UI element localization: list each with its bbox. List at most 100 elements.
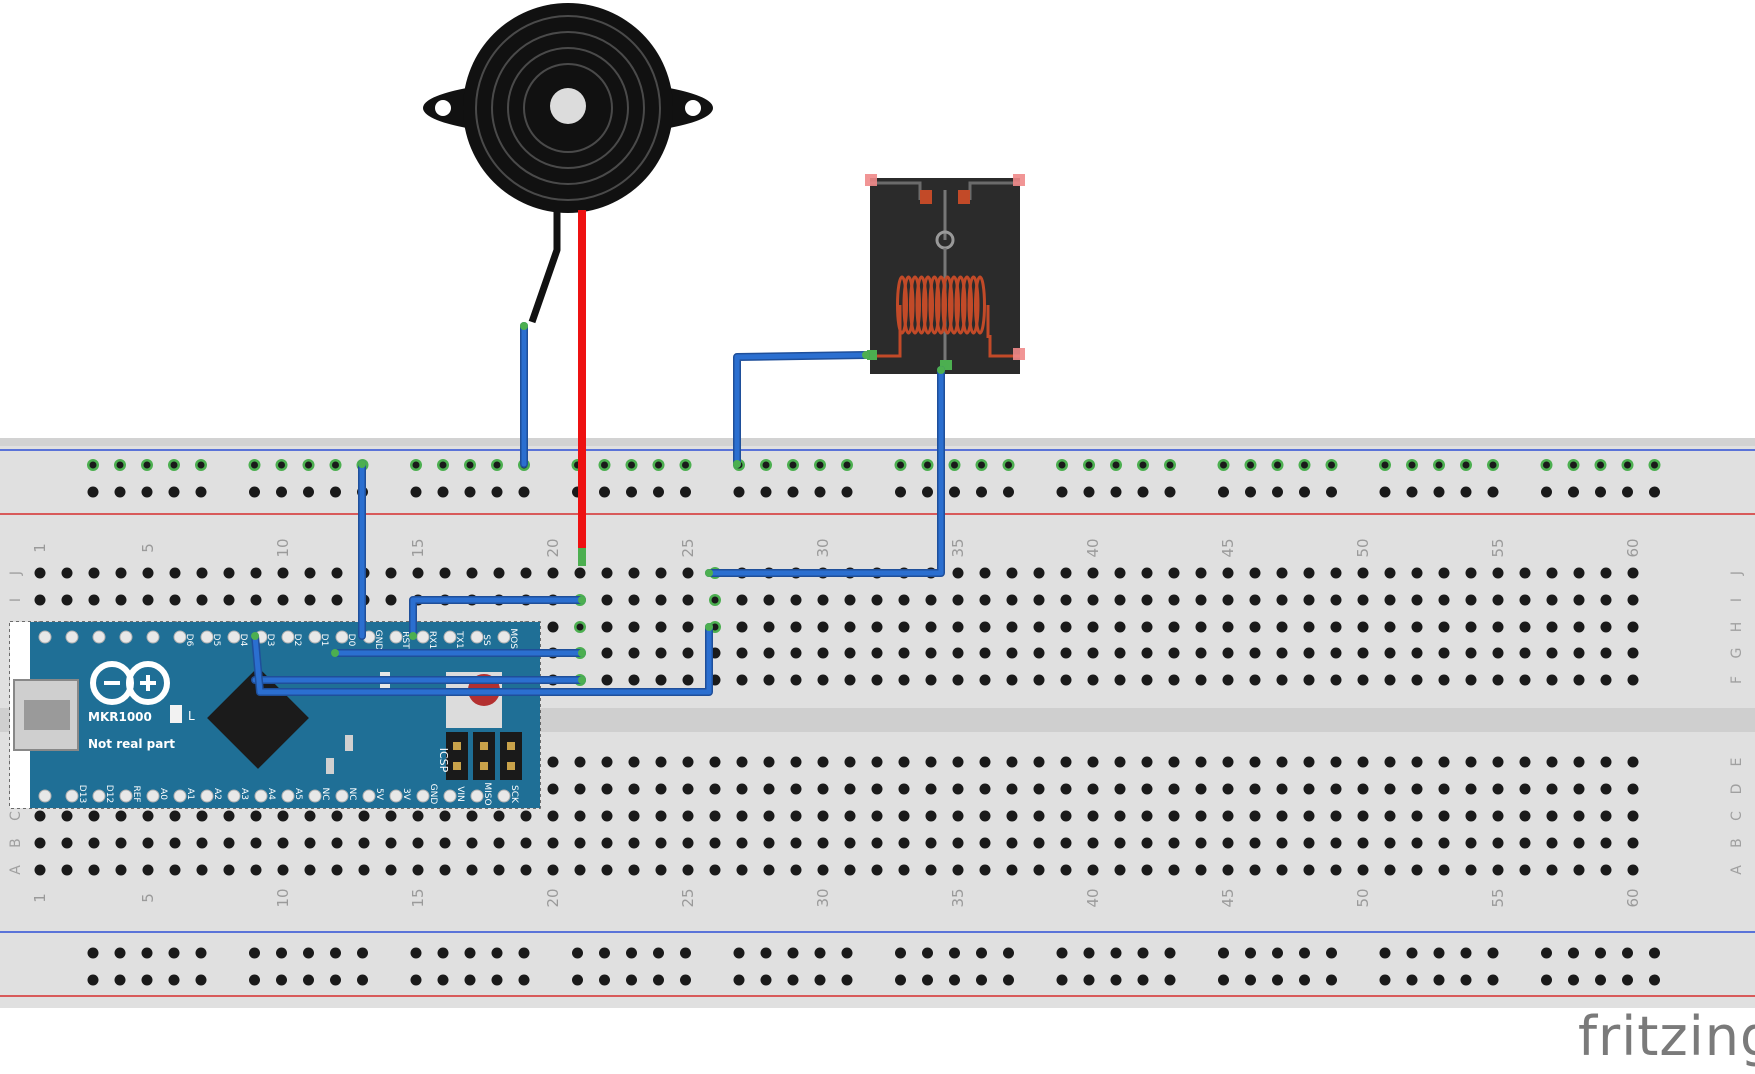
rail-hole[interactable] [1164,947,1176,959]
breadboard-hole[interactable] [628,647,640,659]
breadboard-hole[interactable] [1384,756,1396,768]
breadboard-hole[interactable] [1546,756,1558,768]
rail-hole[interactable] [1460,486,1472,498]
breadboard-hole[interactable] [1519,756,1531,768]
rail-hole[interactable] [87,974,99,986]
breadboard-hole[interactable] [871,621,883,633]
rail-hole[interactable] [1568,974,1579,986]
breadboard-hole[interactable] [1114,621,1126,633]
breadboard-hole[interactable] [1033,567,1045,579]
breadboard-hole[interactable] [1087,647,1099,659]
breadboard-hole[interactable] [439,837,451,849]
rail-hole[interactable] [814,947,826,959]
rail-hole[interactable] [1595,486,1606,498]
rail-hole[interactable] [168,947,180,959]
breadboard-hole[interactable] [1303,647,1315,659]
breadboard-hole[interactable] [736,647,748,659]
breadboard-hole[interactable] [439,864,451,876]
board-pin[interactable] [389,630,403,644]
breadboard-hole[interactable] [1087,567,1099,579]
rail-hole[interactable] [1137,974,1149,986]
breadboard-hole[interactable] [790,621,802,633]
breadboard-hole[interactable] [817,810,829,822]
breadboard-hole[interactable] [1006,783,1018,795]
breadboard-hole[interactable] [1519,567,1531,579]
breadboard-hole[interactable] [61,594,73,606]
breadboard-hole[interactable] [763,810,775,822]
breadboard-hole[interactable] [385,594,397,606]
board-pin[interactable] [335,630,349,644]
breadboard-hole[interactable] [250,594,262,606]
board-pin[interactable] [281,630,295,644]
breadboard-hole[interactable] [1087,756,1099,768]
breadboard-hole[interactable] [1006,674,1018,686]
breadboard-hole[interactable] [682,647,694,659]
rail-hole[interactable] [949,486,960,498]
breadboard-hole[interactable] [1276,647,1288,659]
breadboard-hole[interactable] [1033,837,1045,849]
rail-hole[interactable] [276,974,287,986]
breadboard-hole[interactable] [682,674,694,686]
rail-hole[interactable] [733,974,745,986]
breadboard-hole[interactable] [1600,756,1612,768]
breadboard-hole[interactable] [790,594,802,606]
breadboard-hole[interactable] [1141,567,1153,579]
breadboard-hole[interactable] [790,810,802,822]
breadboard-hole[interactable] [1114,594,1126,606]
breadboard-hole[interactable] [34,810,46,822]
rail-hole[interactable] [276,947,287,959]
breadboard-hole[interactable] [1627,783,1639,795]
breadboard-hole[interactable] [1249,647,1261,659]
board-pin[interactable] [308,630,322,644]
breadboard-hole[interactable] [1438,864,1450,876]
breadboard-hole[interactable] [1384,674,1396,686]
breadboard-hole[interactable] [358,810,370,822]
breadboard-hole[interactable] [1465,864,1477,876]
rail-hole[interactable] [1406,974,1418,986]
rail-hole[interactable] [437,947,449,959]
rail-hole[interactable] [1245,947,1256,959]
breadboard-hole[interactable] [682,756,694,768]
rail-hole[interactable] [1218,974,1229,986]
rail-hole[interactable] [1056,947,1068,959]
rail-hole[interactable] [437,974,449,986]
breadboard-hole[interactable] [1033,810,1045,822]
breadboard-hole[interactable] [952,594,964,606]
rail-hole[interactable] [922,974,933,986]
breadboard-hole[interactable] [925,864,937,876]
breadboard-hole[interactable] [979,837,991,849]
rail-hole[interactable] [1568,947,1579,959]
breadboard-hole[interactable] [1141,756,1153,768]
breadboard-hole[interactable] [412,810,424,822]
rail-hole[interactable] [1433,974,1445,986]
breadboard-hole[interactable] [1087,621,1099,633]
breadboard-hole[interactable] [763,864,775,876]
breadboard-hole[interactable] [898,594,910,606]
breadboard-hole[interactable] [1276,783,1288,795]
breadboard-hole[interactable] [331,864,343,876]
rail-hole[interactable] [249,947,260,959]
breadboard-hole[interactable] [1519,674,1531,686]
breadboard-hole[interactable] [277,837,289,849]
breadboard-hole[interactable] [223,837,235,849]
breadboard-hole[interactable] [493,567,505,579]
rail-hole[interactable] [1460,947,1472,959]
breadboard-hole[interactable] [736,621,748,633]
breadboard-hole[interactable] [898,783,910,795]
breadboard-hole[interactable] [1357,756,1369,768]
breadboard-hole[interactable] [1060,864,1072,876]
breadboard-hole[interactable] [871,837,883,849]
rail-hole[interactable] [141,486,153,498]
breadboard-hole[interactable] [979,756,991,768]
breadboard-hole[interactable] [1438,647,1450,659]
breadboard-hole[interactable] [1438,783,1450,795]
breadboard-hole[interactable] [1276,756,1288,768]
breadboard-hole[interactable] [682,810,694,822]
breadboard-hole[interactable] [1627,756,1639,768]
breadboard-hole[interactable] [1465,756,1477,768]
breadboard-hole[interactable] [1141,864,1153,876]
breadboard-hole[interactable] [655,810,667,822]
breadboard-hole[interactable] [871,810,883,822]
breadboard-hole[interactable] [1573,864,1585,876]
breadboard-hole[interactable] [1114,864,1126,876]
